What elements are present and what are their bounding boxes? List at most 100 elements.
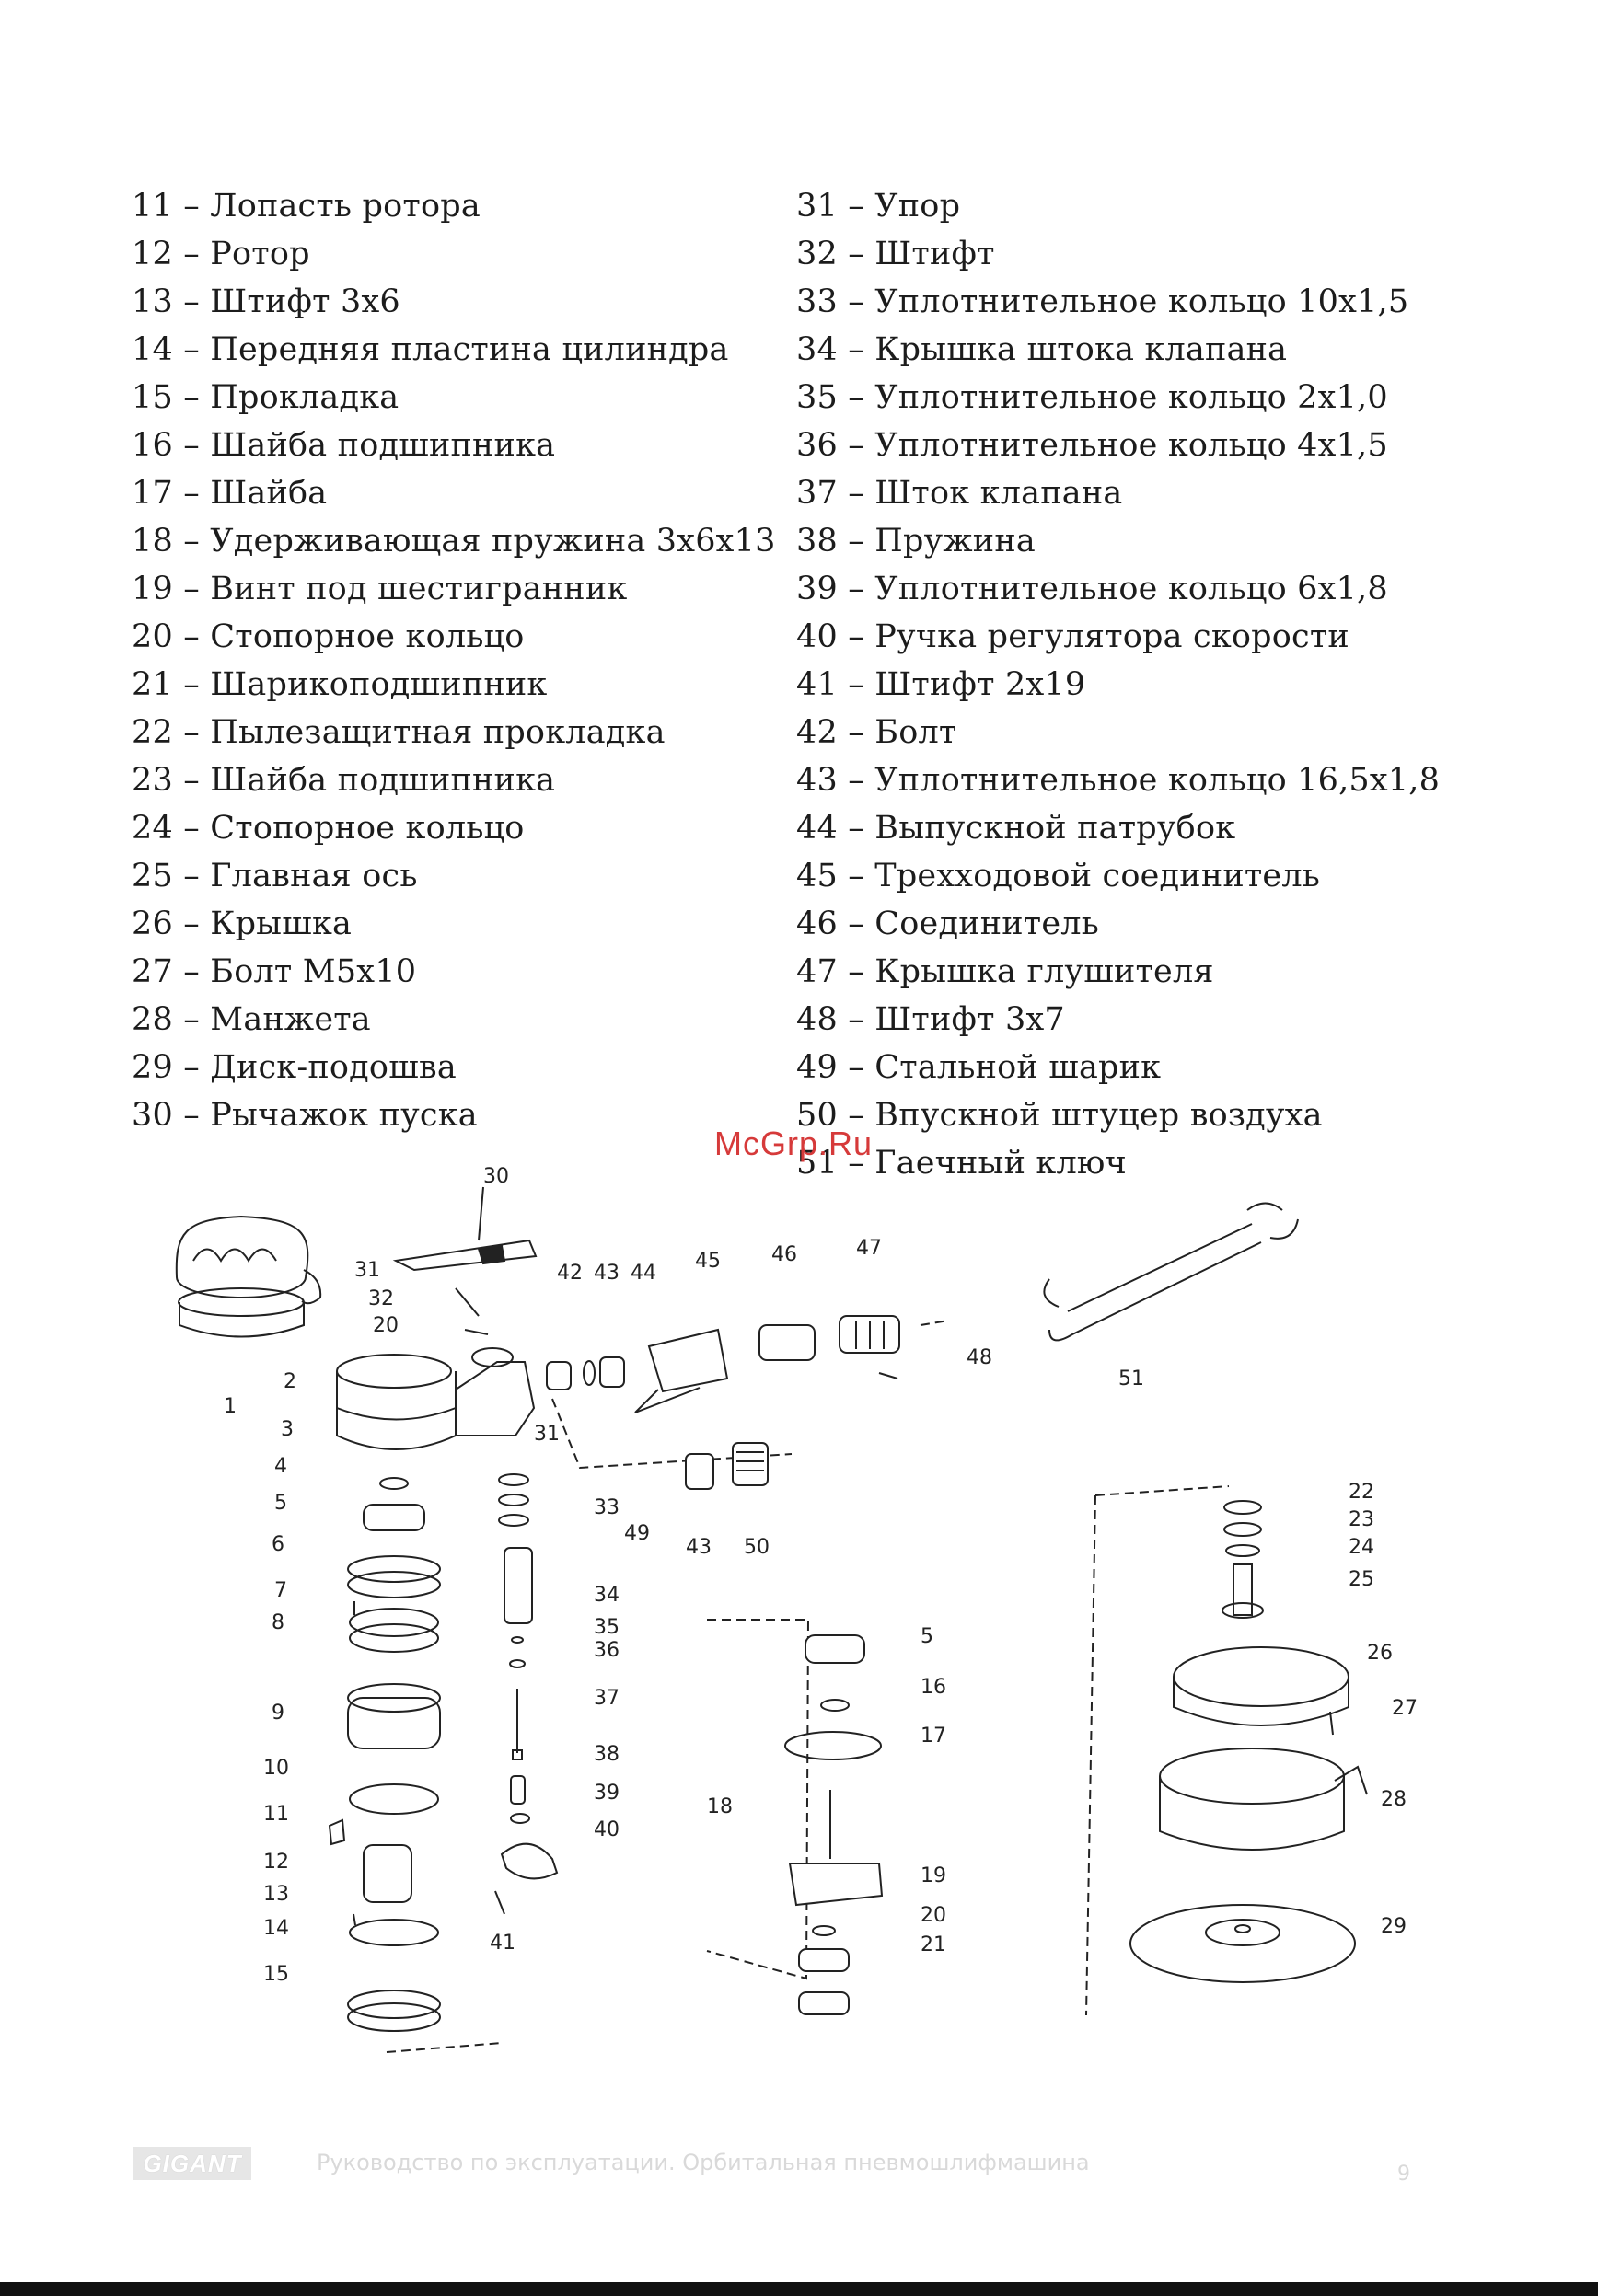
- diagram-callout-label: 3: [281, 1418, 294, 1441]
- diagram-callout-label: 5: [274, 1492, 287, 1515]
- diagram-callout-label: 44: [631, 1262, 656, 1285]
- part-list-item: 41 – Штифт 2х19: [796, 666, 1086, 703]
- diagram-callout-label: 31: [534, 1423, 560, 1446]
- part-list-item: 21 – Шарикоподшипник: [132, 666, 548, 703]
- diagram-callout-label: 46: [771, 1243, 797, 1266]
- diagram-callout-label: 51: [1118, 1367, 1144, 1390]
- diagram-callout-label: 26: [1367, 1642, 1393, 1665]
- diagram-callout-label: 18: [707, 1795, 733, 1818]
- part-list-item: 19 – Винт под шестигранник: [132, 571, 628, 607]
- part-list-item: 43 – Уплотнительное кольцо 16,5х1,8: [796, 762, 1441, 799]
- diagram-callout-label: 27: [1392, 1697, 1418, 1720]
- diagram-callout-label: 10: [263, 1757, 289, 1780]
- diagram-callout-label: 2: [284, 1370, 296, 1393]
- part-list-item: 27 – Болт М5х10: [132, 953, 417, 990]
- part-list-item: 18 – Удерживающая пружина 3х6х13: [132, 523, 776, 560]
- part-list-item: 28 – Манжета: [132, 1001, 371, 1038]
- part-list-item: 48 – Штифт 3х7: [796, 1001, 1065, 1038]
- exploded-parts-diagram: 3031322042434445464748123314567891011121…: [175, 1165, 1418, 2053]
- part-list-item: 34 – Крышка штока клапана: [796, 331, 1288, 368]
- footer-title: Руководство по эксплуатации. Орбитальная…: [317, 2150, 1090, 2175]
- part-list-item: 16 – Шайба подшипника: [132, 427, 556, 464]
- diagram-callout-label: 40: [594, 1818, 620, 1841]
- diagram-callout-label: 13: [263, 1883, 289, 1906]
- diagram-callout-label: 25: [1349, 1568, 1374, 1591]
- part-list-item: 46 – Соединитель: [796, 906, 1099, 942]
- diagram-callout-label: 19: [921, 1864, 946, 1887]
- diagram-callout-label: 47: [856, 1237, 882, 1260]
- diagram-callout-label: 21: [921, 1933, 946, 1956]
- part-list-item: 23 – Шайба подшипника: [132, 762, 556, 799]
- diagram-callout-label: 11: [263, 1803, 289, 1826]
- diagram-callout-label: 45: [695, 1250, 721, 1273]
- parts-list-left: 11 – Лопасть ротора 12 – Ротор 13 – Штифт …: [132, 182, 776, 1139]
- diagram-callout-label: 30: [483, 1165, 509, 1188]
- part-list-item: 29 – Диск-подошва: [132, 1049, 457, 1086]
- part-list-item: 51 – Гаечный ключ: [796, 1145, 1127, 1182]
- part-list-item: 45 – Трехходовой соединитель: [796, 858, 1321, 894]
- part-list-item: 11 – Лопасть ротора: [132, 188, 481, 225]
- diagram-callout-label: 5: [921, 1625, 933, 1648]
- diagram-callout-label: 8: [272, 1611, 284, 1634]
- diagram-callout-label: 14: [263, 1917, 289, 1940]
- diagram-callout-label: 12: [263, 1851, 289, 1874]
- page-number: 9: [1397, 2163, 1410, 2186]
- part-2-drawing: [336, 1347, 536, 1450]
- diagram-callout-label: 31: [354, 1259, 380, 1282]
- diagram-callout-label: 4: [274, 1455, 287, 1478]
- part-list-item: 17 – Шайба: [132, 475, 328, 512]
- part-list-item: 38 – Пружина: [796, 523, 1036, 560]
- watermark: McGrp.Ru: [714, 1125, 874, 1162]
- diagram-callout-label: 23: [1349, 1508, 1374, 1531]
- gigant-logo: GIGANT: [133, 2147, 251, 2180]
- part-list-item: 30 – Рычажок пуска: [132, 1097, 478, 1134]
- part-51-drawing: [1043, 1202, 1299, 1342]
- diagram-callout-label: 34: [594, 1584, 620, 1607]
- bottom-bar: [0, 2282, 1598, 2296]
- part-list-item: 24 – Стопорное кольцо: [132, 810, 525, 847]
- diagram-callout-label: 49: [624, 1522, 650, 1545]
- diagram-callout-label: 9: [272, 1702, 284, 1725]
- diagram-callout-label: 29: [1381, 1915, 1407, 1938]
- part-list-item: 13 – Штифт 3х6: [132, 283, 400, 320]
- part-list-item: 42 – Болт: [796, 714, 957, 751]
- part-list-item: 22 – Пылезащитная прокладка: [132, 714, 666, 751]
- part-1-drawing: [175, 1215, 322, 1338]
- diagram-callout-label: 1: [224, 1395, 237, 1418]
- part-list-item: 14 – Передняя пластина цилиндра: [132, 331, 729, 368]
- diagram-callout-label: 36: [594, 1639, 620, 1662]
- diagram-callout-label: 16: [921, 1676, 946, 1699]
- part-list-item: 15 – Прокладка: [132, 379, 400, 416]
- part-list-item: 25 – Главная ось: [132, 858, 418, 894]
- diagram-callout-label: 50: [744, 1536, 770, 1559]
- diagram-callout-label: 39: [594, 1782, 620, 1805]
- diagram-callout-label: 35: [594, 1616, 620, 1639]
- diagram-callout-label: 38: [594, 1743, 620, 1766]
- part-list-item: 12 – Ротор: [132, 236, 310, 272]
- diagram-callout-label: 43: [686, 1536, 712, 1559]
- diagram-callout-label: 22: [1349, 1481, 1374, 1504]
- part-list-item: 31 – Упор: [796, 188, 961, 225]
- part-list-item: 35 – Уплотнительное кольцо 2х1,0: [796, 379, 1388, 416]
- diagram-callout-label: 48: [967, 1346, 992, 1369]
- part-list-item: 26 – Крышка: [132, 906, 353, 942]
- diagram-callout-label: 24: [1349, 1536, 1374, 1559]
- part-list-item: 44 – Выпускной патрубок: [796, 810, 1236, 847]
- part-list-item: 20 – Стопорное кольцо: [132, 618, 525, 655]
- diagram-callout-label: 7: [274, 1579, 287, 1602]
- part-list-item: 36 – Уплотнительное кольцо 4х1,5: [796, 427, 1388, 464]
- diagram-callout-label: 15: [263, 1963, 289, 1986]
- diagram-callout-label: 28: [1381, 1788, 1407, 1811]
- part-list-item: 47 – Крышка глушителя: [796, 953, 1214, 990]
- diagram-callout-label: 20: [373, 1314, 399, 1337]
- diagram-callout-label: 43: [594, 1262, 620, 1285]
- diagram-callout-label: 17: [921, 1725, 946, 1748]
- part-list-item: 33 – Уплотнительное кольцо 10х1,5: [796, 283, 1409, 320]
- part-list-item: 39 – Уплотнительное кольцо 6х1,8: [796, 571, 1388, 607]
- diagram-callout-label: 41: [490, 1932, 515, 1955]
- diagram-callout-label: 20: [921, 1904, 946, 1927]
- diagram-callout-label: 42: [557, 1262, 583, 1285]
- part-30-drawing: [392, 1239, 538, 1272]
